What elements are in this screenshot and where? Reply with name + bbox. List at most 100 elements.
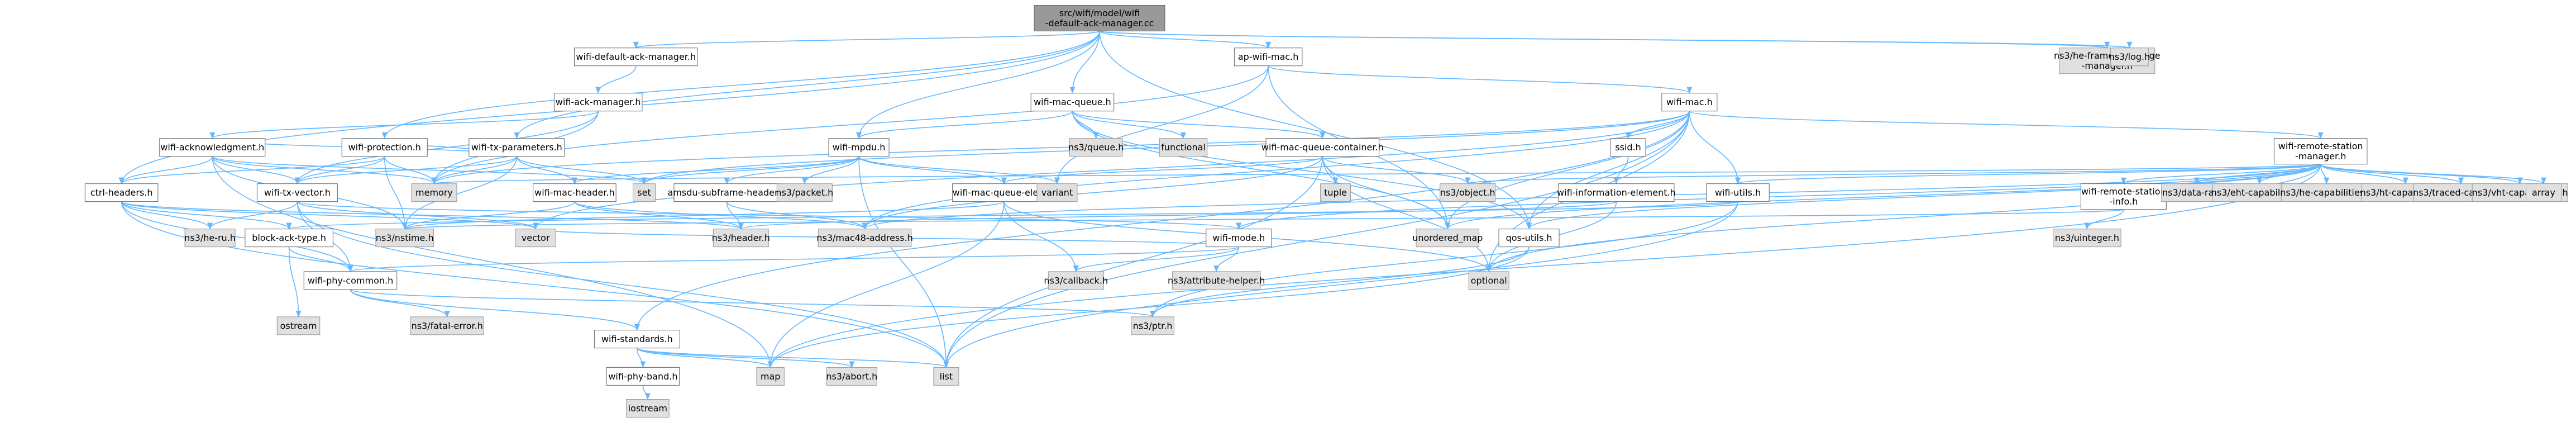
edge-wtv-to-heru — [207, 201, 298, 230]
node-wmpdu[interactable]: wifi-mpdu.h — [828, 138, 890, 157]
node-hecap[interactable]: ns3/he-capabilities.h — [2280, 183, 2373, 202]
node-memory[interactable]: memory — [411, 183, 457, 202]
node-label: wifi-protection.h — [348, 142, 421, 153]
node-ostream[interactable]: ostream — [276, 316, 321, 335]
edge-wmqc-to-wmqe — [1001, 155, 1323, 184]
node-box — [573, 48, 698, 67]
node-abort[interactable]: ns3/abort.h — [826, 367, 877, 386]
edge-wmq-to-functional — [1072, 111, 1186, 139]
edge-wam-to-wack — [209, 110, 599, 139]
node-functional[interactable]: functional — [1159, 138, 1208, 157]
node-iostream[interactable]: iostream — [626, 399, 670, 418]
edge-wmqc-to-mac48 — [862, 156, 1323, 230]
node-attrh[interactable]: ns3/attribute-helper.h — [1168, 271, 1265, 290]
node-object[interactable]: ns3/object.h — [1440, 183, 1496, 202]
node-label: ssid.h — [1615, 142, 1641, 153]
node-wmq[interactable]: wifi-mac-queue.h — [1030, 93, 1115, 112]
edge-wpc-to-fatal — [350, 289, 450, 317]
node-wmh[interactable]: wifi-mac-header.h — [533, 183, 616, 202]
node-box — [606, 367, 680, 386]
node-packet[interactable]: ns3/packet.h — [776, 183, 833, 202]
node-umap[interactable]: unordered_map — [1412, 229, 1483, 248]
node-array[interactable]: array — [2525, 183, 2561, 202]
dependency-nodes: src/wifi/model/wifi-default-ack-manager.… — [84, 5, 2568, 418]
node-wu[interactable]: wifi-utils.h — [1706, 183, 1770, 202]
node-box — [341, 138, 428, 157]
node-log[interactable]: ns3/log.h — [2109, 48, 2150, 67]
node-label: wifi-ack-manager.h — [556, 97, 641, 107]
edge-wmac-to-wrsm — [1689, 110, 2324, 139]
node-wie[interactable]: wifi-information-element.h — [1557, 183, 1676, 202]
node-label: iostream — [628, 403, 667, 414]
node-box — [2053, 229, 2121, 248]
node-variant[interactable]: variant — [1036, 183, 1078, 202]
node-wpc[interactable]: wifi-phy-common.h — [303, 271, 398, 290]
node-box — [1172, 271, 1261, 290]
node-heru[interactable]: ns3/he-ru.h — [184, 229, 236, 248]
node-map[interactable]: map — [756, 367, 785, 386]
edge-wmode-to-wpc — [348, 246, 1240, 272]
edge-wu-to-bat — [286, 201, 1738, 230]
node-wrsm[interactable]: wifi-remote-station-manager.h — [2273, 138, 2368, 165]
node-label: array — [2532, 187, 2555, 198]
node-callback[interactable]: ns3/callback.h — [1044, 271, 1108, 290]
node-wstd[interactable]: wifi-standards.h — [594, 330, 680, 349]
node-ssid[interactable]: ssid.h — [1610, 138, 1646, 157]
edge-root-to-qos — [1099, 31, 1532, 230]
node-ptr[interactable]: ns3/ptr.h — [1131, 316, 1174, 335]
node-optional[interactable]: optional — [1468, 271, 1509, 290]
node-box — [1131, 316, 1174, 335]
node-wdam[interactable]: wifi-default-ack-manager.h — [573, 48, 698, 67]
edge-ssid-to-wie — [1613, 156, 1629, 184]
node-ash[interactable]: amsdu-subframe-header.h — [668, 183, 786, 202]
node-root[interactable]: src/wifi/model/wifi-default-ack-manager.… — [1034, 5, 1165, 32]
node-box — [1206, 229, 1272, 248]
edge-wmpdu-to-wmqe — [858, 156, 1007, 184]
node-qos[interactable]: qos-utils.h — [1498, 229, 1560, 248]
node-box — [184, 229, 236, 248]
node-fatal[interactable]: ns3/fatal-error.h — [410, 316, 484, 335]
node-ctrl[interactable]: ctrl-headers.h — [84, 183, 159, 202]
node-label: wifi-phy-band.h — [608, 371, 677, 382]
node-label: qos-utils.h — [1506, 233, 1552, 243]
edge-root-to-wmpdu — [856, 31, 1100, 139]
node-bat[interactable]: block-ack-type.h — [245, 229, 333, 248]
node-wtv[interactable]: wifi-tx-vector.h — [256, 183, 338, 202]
node-wpb[interactable]: wifi-phy-band.h — [606, 367, 680, 386]
node-wmode[interactable]: wifi-mode.h — [1206, 229, 1272, 248]
node-vector[interactable]: vector — [515, 229, 556, 248]
node-mac48[interactable]: ns3/mac48-address.h — [816, 229, 913, 248]
node-wrsi[interactable]: wifi-remote-station-info.h — [2080, 183, 2167, 210]
node-header[interactable]: ns3/header.h — [712, 229, 770, 248]
node-wprot[interactable]: wifi-protection.h — [341, 138, 428, 157]
edge-bat-to-ostream — [288, 246, 302, 317]
edge-wmqc-to-object — [1322, 156, 1471, 184]
edge-wmpdu-to-wmh — [572, 155, 859, 184]
node-box — [1706, 183, 1770, 202]
node-tuple[interactable]: tuple — [1320, 183, 1351, 202]
dependency-edges — [118, 30, 2546, 400]
node-label: wifi-phy-common.h — [308, 275, 394, 286]
node-set[interactable]: set — [633, 183, 656, 202]
edge-wdam-to-wam — [595, 65, 637, 94]
edge-root-to-log — [1099, 30, 2132, 49]
node-box — [1558, 183, 1675, 202]
node-wmac[interactable]: wifi-mac.h — [1661, 93, 1718, 112]
node-wam[interactable]: wifi-ack-manager.h — [553, 93, 643, 112]
node-list[interactable]: list — [933, 367, 959, 386]
node-label: ns3/object.h — [1440, 187, 1495, 198]
node-box — [84, 183, 159, 202]
node-nstime[interactable]: ns3/nstime.h — [375, 229, 434, 248]
node-label: variant — [1041, 187, 1073, 198]
node-label: wifi-mode.h — [1212, 233, 1265, 243]
node-box — [828, 138, 890, 157]
node-wmqc[interactable]: wifi-mac-queue-container.h — [1261, 138, 1384, 157]
node-apwm[interactable]: ap-wifi-mac.h — [1234, 48, 1303, 67]
edge-wrsm-to-wu — [1735, 163, 2321, 184]
node-queue[interactable]: ns3/queue.h — [1068, 138, 1124, 157]
node-wtp[interactable]: wifi-tx-parameters.h — [469, 138, 565, 157]
node-box — [2525, 183, 2561, 202]
node-uinteger[interactable]: ns3/uinteger.h — [2053, 229, 2121, 248]
edge-apwm-to-wmac — [1268, 65, 1693, 94]
node-wack[interactable]: wifi-acknowledgment.h — [159, 138, 266, 157]
